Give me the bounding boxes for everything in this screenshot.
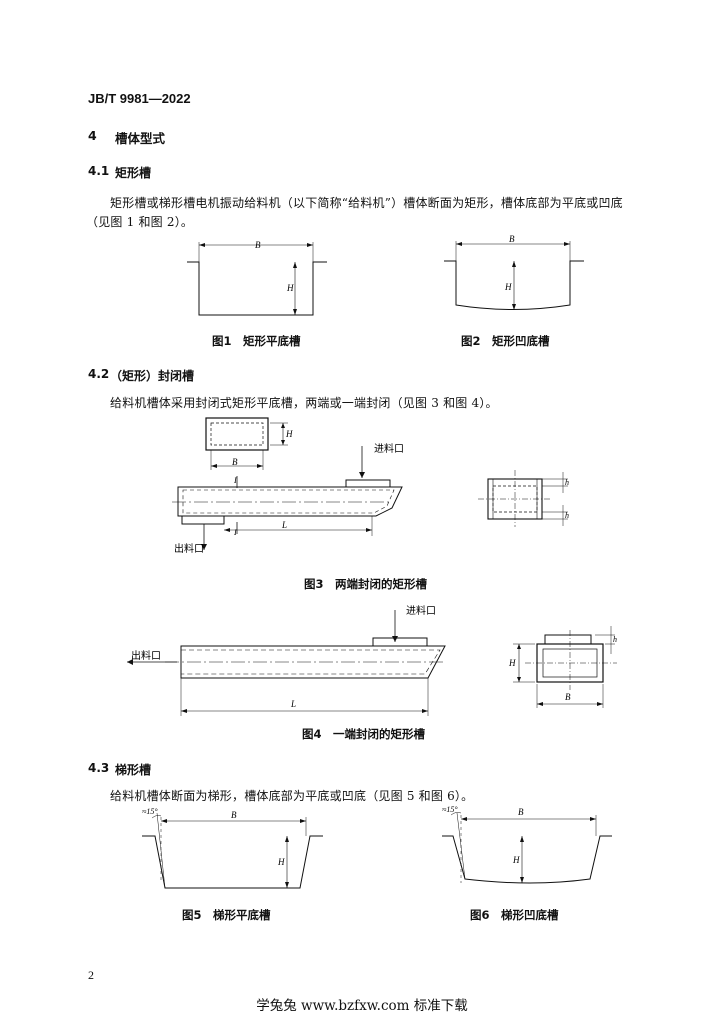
figure-2-caption: 图2 矩形凹底槽 — [461, 334, 550, 348]
figure-1-drawing: B H — [187, 240, 327, 316]
fig3-h-label: H — [285, 429, 293, 439]
section-4-2-title: （矩形）封闭槽 — [110, 369, 195, 383]
section-4-1-title: 矩形槽 — [115, 166, 152, 180]
fig4-l-label: L — [290, 699, 296, 709]
figure-3-caption: 图3 两端封闭的矩形槽 — [304, 577, 428, 591]
fig3-inlet-label: 进料口 — [374, 442, 404, 455]
fig3-l-label: L — [281, 520, 287, 530]
fig4-b-label: B — [565, 692, 571, 702]
fig3-h-small-bottom: h — [565, 511, 569, 520]
fig3-section-mark-bottom: I — [233, 528, 237, 537]
section-4-title: 槽体型式 — [115, 131, 166, 146]
figure-4-caption: 图4 一端封闭的矩形槽 — [302, 727, 426, 741]
fig4-outlet-label: 出料口 — [131, 649, 161, 662]
figure-5-drawing: ≈15° B H — [142, 807, 323, 889]
fig6-h-label: H — [512, 855, 520, 865]
fig4-inlet-label: 进料口 — [406, 604, 436, 617]
fig4-h-small-label: h — [613, 635, 617, 644]
fig3-section-mark-top: I — [233, 476, 237, 485]
fig1-b-label: B — [255, 240, 261, 250]
fig6-angle-label: ≈15° — [442, 805, 458, 814]
section-4-1-number: 4.1 — [88, 164, 110, 178]
fig3-outlet-label: 出料口 — [174, 542, 204, 555]
fig5-b-label: B — [231, 810, 237, 820]
section-4-3-title: 梯形槽 — [115, 763, 152, 777]
standard-number: JB/T 9981—2022 — [88, 91, 191, 106]
footer-watermark: 学兔兔 www.bzfxw.com 标准下载 — [256, 998, 468, 1014]
fig6-b-label: B — [518, 807, 524, 817]
figure-2-drawing: B H — [444, 234, 584, 310]
section-4-3-paragraph: 给料机槽体断面为梯形，槽体底部为平底或凹底（见图 5 和图 6）。 — [110, 789, 474, 803]
fig5-angle-label: ≈15° — [142, 807, 158, 816]
section-4-2-paragraph: 给料机槽体采用封闭式矩形平底槽，两端或一端封闭（见图 3 和图 4）。 — [110, 396, 498, 410]
figure-3-drawing: H B I I L h h 进料口 出料口 — [172, 417, 569, 555]
figure-5-caption: 图5 梯形平底槽 — [182, 908, 271, 922]
fig3-h-small-top: h — [565, 478, 569, 487]
figure-6-drawing: ≈15° B H — [442, 805, 612, 884]
section-4-3-number: 4.3 — [88, 761, 110, 775]
section-4-1-paragraph-line-2: （见图 1 和图 2）。 — [86, 215, 194, 229]
fig1-h-label: H — [286, 283, 294, 293]
fig2-b-label: B — [509, 234, 515, 244]
figure-1-caption: 图1 矩形平底槽 — [212, 334, 301, 348]
fig2-h-label: H — [504, 282, 512, 292]
section-4-1-paragraph-line-1: 矩形槽或梯形槽电机振动给料机（以下简称“给料机”）槽体断面为矩形，槽体底部为平底… — [110, 196, 623, 210]
fig4-h-label: H — [508, 658, 516, 668]
section-4-number: 4 — [88, 128, 97, 143]
figure-6-caption: 图6 梯形凹底槽 — [470, 908, 559, 922]
figure-4-drawing: 进料口 出料口 L h H B — [127, 604, 617, 716]
page-number: 2 — [88, 968, 94, 982]
fig5-h-label: H — [277, 857, 285, 867]
fig3-b-label: B — [232, 457, 238, 467]
section-4-2-number: 4.2 — [88, 367, 110, 381]
